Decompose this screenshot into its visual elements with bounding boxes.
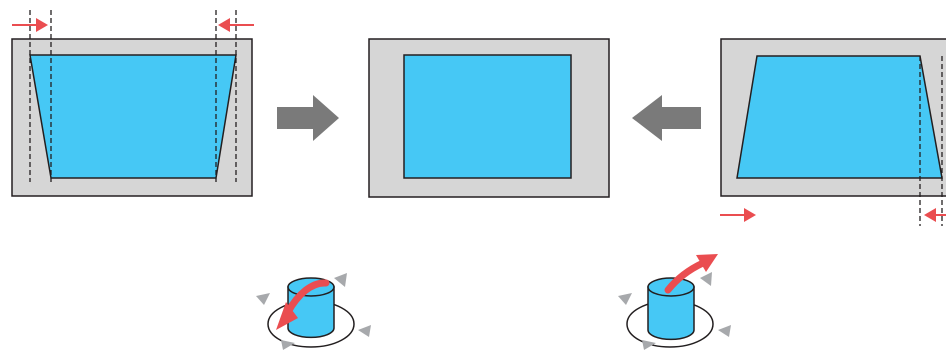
rotate-up-knob-icon: [618, 254, 731, 350]
right-panel: [720, 39, 946, 226]
red-arrow-right-icon: [720, 208, 756, 222]
left-trapezoid-image: [30, 55, 236, 178]
right-trapezoid-image: [737, 56, 942, 178]
center-rectangle-image: [404, 55, 571, 178]
arrow-right-icon: [277, 95, 339, 141]
red-arrow-left-icon: [924, 208, 946, 222]
center-panel: [369, 39, 609, 197]
arrow-left-icon: [632, 95, 701, 141]
left-panel: [12, 10, 254, 196]
rotate-down-knob-icon: [256, 273, 371, 350]
